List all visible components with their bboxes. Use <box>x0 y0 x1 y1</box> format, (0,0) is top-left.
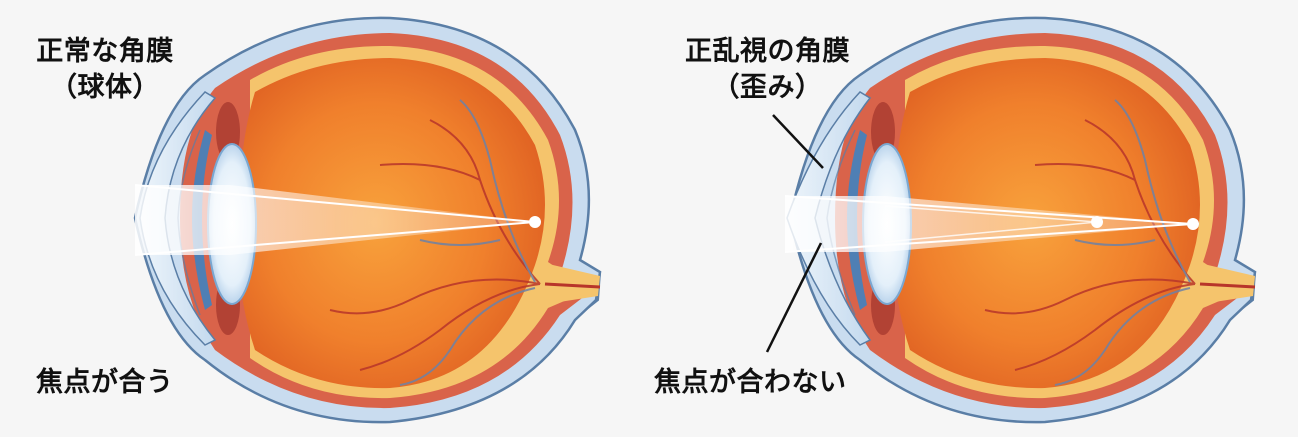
normal-cornea-title: 正常な角膜 （球体） <box>15 34 195 106</box>
astigmatism-cornea-title-line2: （歪み） <box>712 72 823 103</box>
focal-point <box>529 216 541 228</box>
astigmatism-cornea-title: 正乱視の角膜 （歪み） <box>660 34 875 106</box>
cornea-leader-line <box>772 114 824 169</box>
normal-cornea-title-line1: 正常な角膜 <box>36 36 174 67</box>
focal-point-back <box>1187 218 1199 230</box>
astigmatism-focus-caption: 焦点が合わない <box>654 367 847 398</box>
focal-point-front <box>1091 216 1103 228</box>
normal-cornea-title-line2: （球体） <box>50 72 160 103</box>
astigmatic-eye <box>784 16 1257 424</box>
astigmatism-cornea-title-line1: 正乱視の角膜 <box>685 36 850 67</box>
normal-eye <box>133 16 602 424</box>
normal-focus-caption: 焦点が合う <box>36 367 174 398</box>
focus-leader-line <box>765 242 823 353</box>
